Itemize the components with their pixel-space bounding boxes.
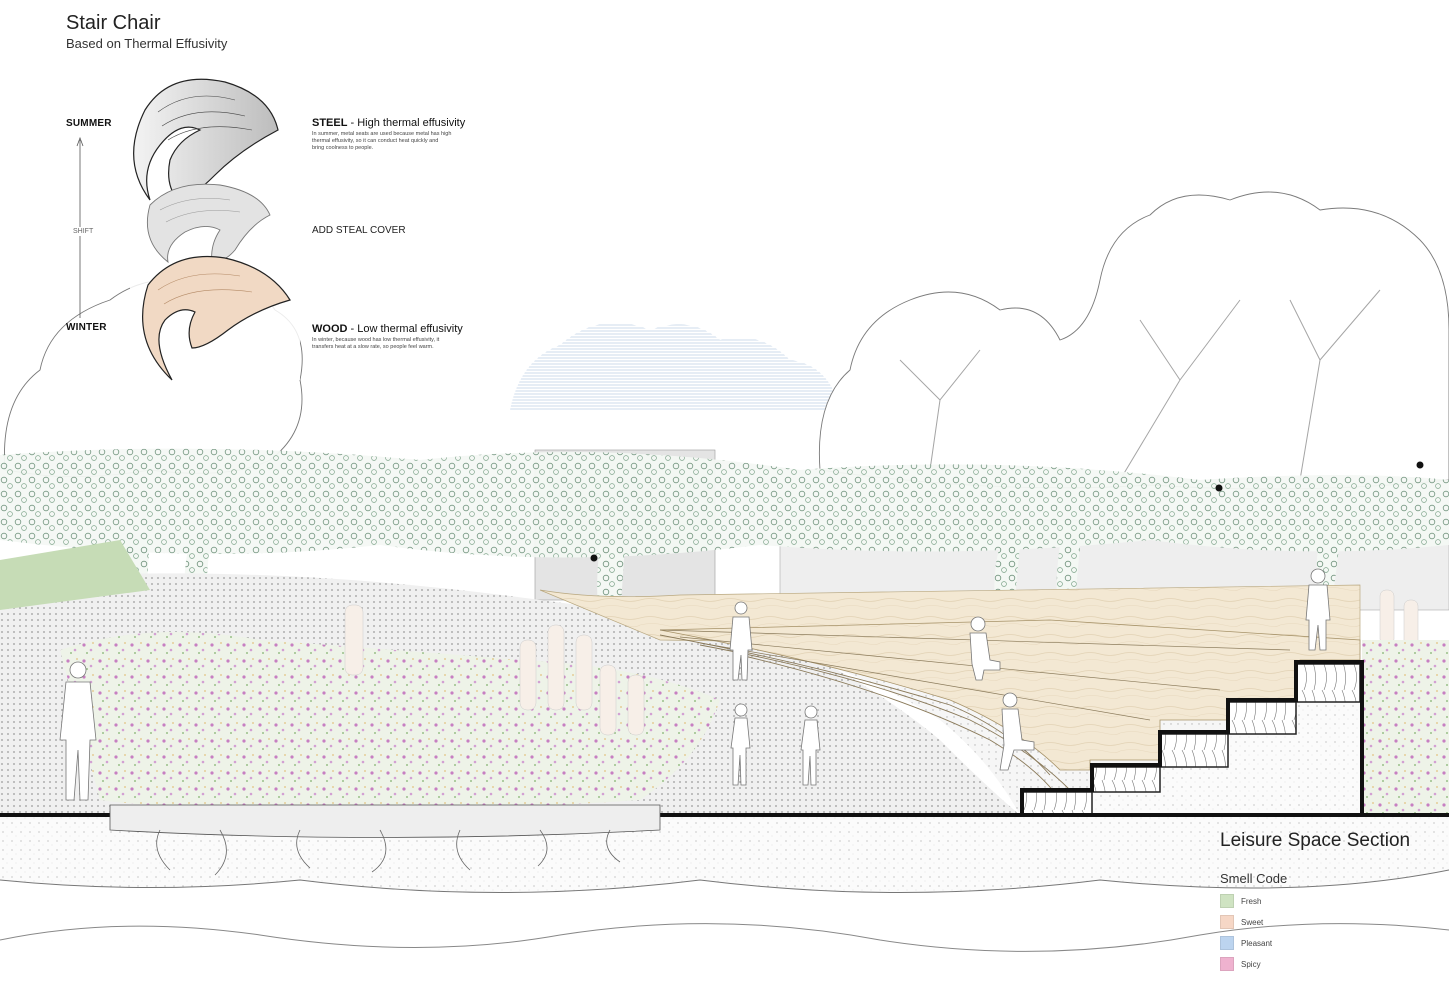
steel-chair-shape: [133, 78, 279, 201]
seat-edge: [699, 642, 1151, 721]
person-standing-center: [729, 601, 753, 681]
steel-property: - High thermal effusivity: [347, 117, 466, 129]
vine-canopy: [0, 448, 1449, 558]
bloom-column: [519, 639, 537, 711]
legend-item-sweet: Sweet: [1220, 915, 1263, 929]
legend-label: Sweet: [1241, 917, 1264, 927]
soil-wave: [0, 923, 1449, 952]
bloom-column: [575, 634, 593, 711]
wood-property: - Low thermal effusivity: [347, 323, 463, 335]
wood-name: WOOD: [312, 323, 348, 335]
page-title: Stair Chair: [66, 12, 161, 34]
roots: [156, 829, 621, 876]
legend-swatch: [1220, 957, 1234, 971]
legend-item-fresh: Fresh: [1220, 894, 1261, 908]
person-child: [800, 705, 821, 786]
stair-block: [1227, 701, 1297, 735]
person-child: [730, 703, 751, 786]
seat-edge: [679, 636, 1221, 691]
legend-label: Fresh: [1241, 896, 1262, 906]
steel-name: STEEL: [312, 117, 348, 129]
page-subtitle: Based on Thermal Effusivity: [66, 36, 228, 51]
legend-swatch: [1220, 915, 1234, 929]
stair-block: [1295, 663, 1361, 703]
marker-dot: [1416, 461, 1424, 469]
shift-arrow-head: [76, 136, 84, 147]
legend-swatch: [1220, 936, 1234, 950]
soil-wave: [0, 869, 1449, 893]
wood-description: In winter, because wood has low thermal …: [312, 337, 440, 350]
marker-dot: [590, 554, 598, 562]
lawn: [0, 540, 150, 610]
person-on-top: [1305, 568, 1331, 651]
stair-block: [1159, 733, 1229, 768]
steel-heading: STEEL - High thermal effusivity: [312, 117, 465, 129]
soil-lower: [0, 870, 1449, 1000]
bloom-column: [344, 604, 364, 676]
wood-chair-shape: [142, 255, 291, 381]
legend-label: Spicy: [1241, 959, 1261, 969]
summer-label: SUMMER: [66, 118, 112, 129]
bloom-column: [547, 624, 565, 711]
legend-item-pleasant: Pleasant: [1220, 936, 1272, 950]
legend-label: Pleasant: [1241, 938, 1273, 948]
person-seated: [999, 692, 1035, 771]
legend-title: Smell Code: [1220, 871, 1288, 886]
wood-heading: WOOD - Low thermal effusivity: [312, 323, 463, 335]
winter-label: WINTER: [66, 322, 107, 333]
tree-right-outline: [818, 191, 1449, 490]
person-standing-left: [59, 661, 97, 801]
bloom-column: [1379, 589, 1395, 646]
bloom-column: [599, 664, 617, 736]
shift-label: SHIFT: [73, 227, 94, 236]
legend-swatch: [1220, 894, 1234, 908]
seat-edge: [699, 644, 1071, 791]
cloud: [510, 322, 840, 410]
stair-profile-line: [1020, 660, 1364, 815]
section-title: Leisure Space Section: [1220, 830, 1411, 851]
planter-soil: [109, 804, 661, 838]
steel-description: In summer, metal seats are used because …: [312, 131, 452, 151]
cover-label: ADD STEAL COVER: [312, 225, 406, 236]
person-seated: [969, 616, 1001, 681]
tree-branches: [899, 289, 1381, 481]
stair-block: [1021, 791, 1093, 816]
bloom-column: [627, 674, 645, 736]
legend-item-spicy: Spicy: [1220, 957, 1261, 971]
marker-dot: [1215, 484, 1223, 492]
stair-block: [1091, 766, 1161, 793]
seat-edge: [739, 654, 1061, 801]
planting-bed-right: [1362, 640, 1449, 815]
